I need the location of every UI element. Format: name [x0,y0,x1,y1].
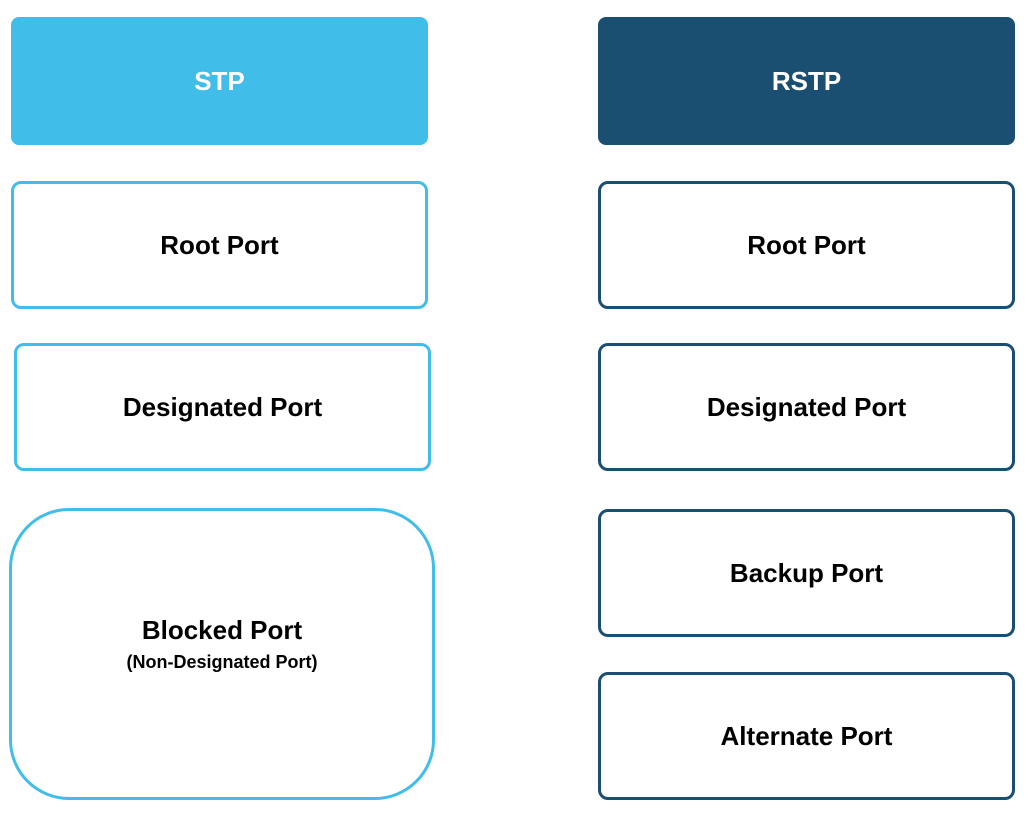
stp-designated-port-box: Designated Port [14,343,431,471]
rstp-alternate-port-label: Alternate Port [720,720,893,751]
stp-root-port-box: Root Port [11,181,428,309]
stp-designated-port-label: Designated Port [122,391,323,422]
stp-root-port-label: Root Port [160,229,279,260]
stp-title: STP [194,65,245,96]
rstp-header: RSTP [598,17,1015,145]
rstp-title: RSTP [771,65,842,96]
rstp-root-port-box: Root Port [598,181,1015,309]
rstp-root-port-label: Root Port [747,229,866,260]
stp-header: STP [11,17,428,145]
rstp-designated-port-box: Designated Port [598,343,1015,471]
rstp-backup-port-label: Backup Port [729,557,884,588]
rstp-designated-port-label: Designated Port [706,391,907,422]
stp-blocked-port-box: Blocked Port (Non-Designated Port) [9,508,435,800]
stp-blocked-port-sublabel: (Non-Designated Port) [126,652,318,672]
stp-blocked-port-label: Blocked Port [141,615,303,645]
rstp-alternate-port-box: Alternate Port [598,672,1015,800]
rstp-backup-port-box: Backup Port [598,509,1015,637]
